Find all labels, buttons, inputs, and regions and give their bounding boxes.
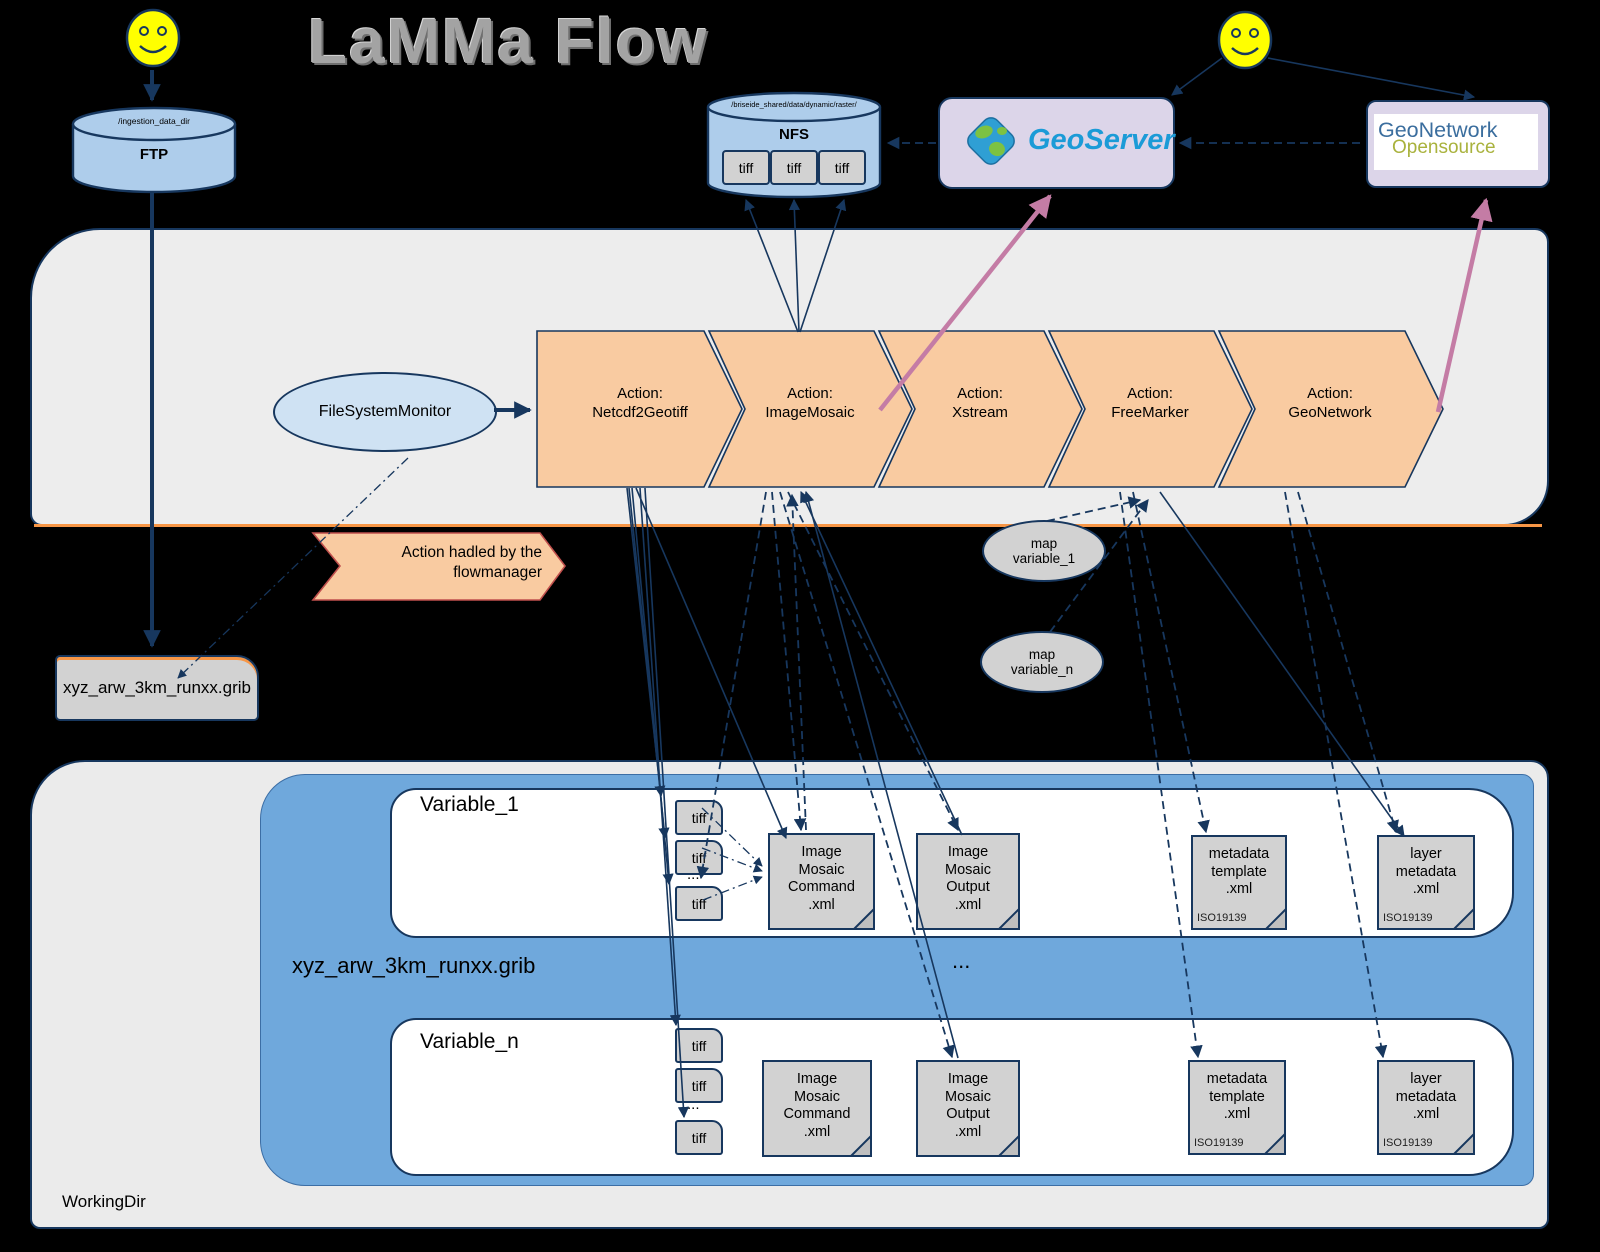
iso19139-tag: ISO19139 (1383, 912, 1433, 924)
variable-1-label: Variable_1 (420, 793, 519, 816)
smiley-icon (1217, 10, 1273, 70)
doc-fold-icon (853, 908, 875, 930)
action-netcdf2geotiff-label: Action: Netcdf2Geotiff (592, 385, 688, 421)
nfs-tiff-file: tiff (722, 150, 770, 185)
filesystem-monitor-node: FileSystemMonitor (273, 372, 497, 452)
doc-fold-icon (1265, 908, 1287, 930)
tiff-file: tiff (675, 886, 723, 921)
iso19139-tag: ISO19139 (1197, 912, 1247, 924)
geoserver-logo-icon (967, 117, 1015, 165)
map-variable-n-node: map variable_n (980, 631, 1104, 693)
tiff-ellipsis: ... (687, 1096, 700, 1113)
tiff-file: tiff (675, 1120, 723, 1155)
nfs-dir-label: /briseide_shared/data/dynamic/raster/ (731, 100, 857, 109)
geonetwork-logo-bg (1374, 114, 1538, 170)
action-xstream-label: Action: Xstream (952, 385, 1008, 421)
doc-fold-icon (1453, 908, 1475, 930)
tiff-file: tiff (675, 1028, 723, 1063)
iso19139-tag: ISO19139 (1194, 1137, 1244, 1149)
grib-band-label: xyz_arw_3km_runxx.grib (292, 953, 536, 978)
image-mosaic-command-doc: Image Mosaic Command .xml (762, 1060, 872, 1157)
grib-file-node: xyz_arw_3km_runxx.grib (55, 655, 259, 721)
workingdir-label: WorkingDir (62, 1192, 146, 1211)
geoserver-label: GeoServer (1028, 124, 1175, 156)
map-variable-1-node: map variable_1 (982, 520, 1106, 582)
tiff-ellipsis: ... (687, 866, 700, 883)
ftp-dir-label: /ingestion_data_dir (118, 116, 190, 126)
ftp-label: FTP (139, 146, 169, 163)
nfs-tiff-file: tiff (770, 150, 818, 185)
nfs-tiff-file: tiff (818, 150, 866, 185)
layer-metadata-doc: layer metadata .xml (1377, 835, 1475, 930)
flow-container-orange-edge (34, 524, 1542, 527)
flowmanager-container (30, 228, 1549, 526)
image-mosaic-output-doc: Image Mosaic Output .xml (916, 1060, 1020, 1157)
doc-fold-icon (998, 908, 1020, 930)
doc-fold-icon (1453, 1133, 1475, 1155)
geonetwork-opensource-label: Opensource (1392, 137, 1496, 158)
grib-band-ellipsis: ... (952, 948, 971, 973)
geonetwork-label: GeoNetwork (1378, 118, 1498, 142)
doc-fold-icon (998, 1135, 1020, 1157)
layer-metadata-doc: layer metadata .xml (1377, 1060, 1475, 1155)
doc-fold-icon (850, 1135, 872, 1157)
variable-n-label: Variable_n (420, 1030, 519, 1053)
nfs-label: NFS (779, 126, 809, 143)
page-title: LaMMa Flow (308, 5, 709, 77)
smiley-icon (125, 8, 181, 68)
iso19139-tag: ISO19139 (1383, 1137, 1433, 1149)
doc-fold-icon (1264, 1133, 1286, 1155)
action-freemarker-label: Action: FreeMarker (1111, 385, 1189, 421)
action-geonetwork-label: Action: GeoNetwork (1288, 385, 1372, 421)
metadata-template-doc: metadata template .xml (1188, 1060, 1286, 1155)
tiff-file: tiff (675, 800, 723, 835)
flowmanager-banner-label: Action hadled by the flowmanager (401, 544, 542, 581)
action-imagemosaic-label: Action: ImageMosaic (765, 385, 855, 421)
